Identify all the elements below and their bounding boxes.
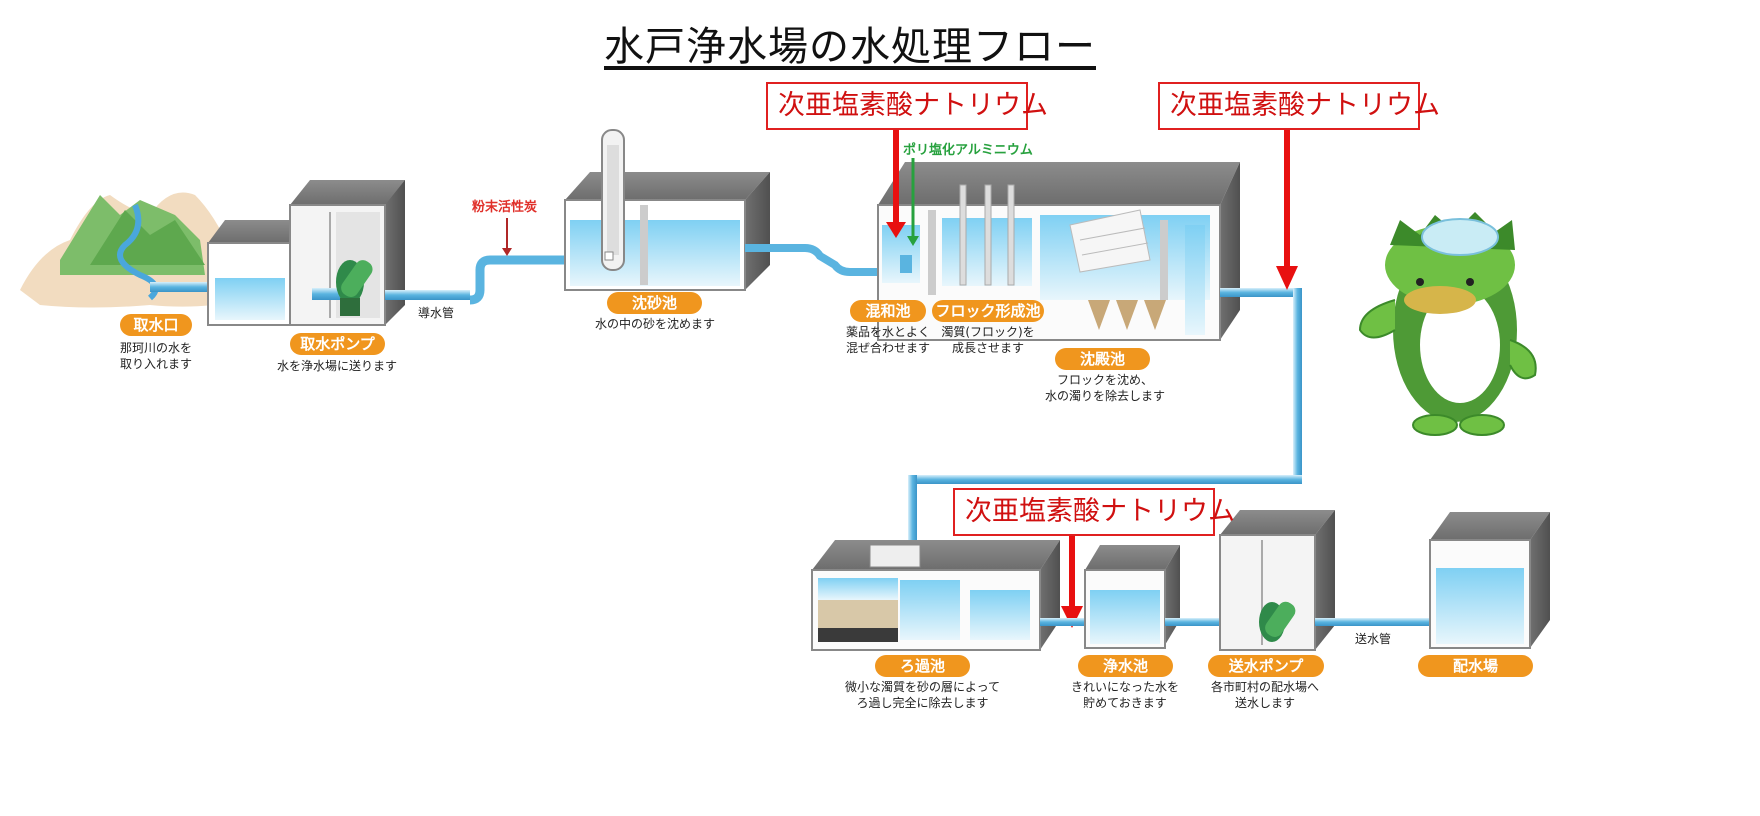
- grit-basin-tank: [564, 129, 770, 291]
- chlorine-label-2: 次亜塩素酸ナトリウム: [1158, 82, 1440, 130]
- stage-badge-intake-pump: 取水ポンプ: [290, 333, 385, 355]
- clear-water-basin-tank: [1084, 545, 1180, 649]
- mountain-river-illustration: [20, 192, 240, 308]
- activated-carbon-label: 粉末活性炭: [472, 200, 538, 215]
- stage-desc-transmission-pump: 各市町村の配水場へ 送水します: [1210, 680, 1319, 710]
- transmission-pipe-label: 送水管: [1355, 632, 1392, 646]
- chlorine-label-3: 次亜塩素酸ナトリウム: [953, 488, 1235, 536]
- intake-pipe-line: [385, 255, 565, 305]
- main-transfer-pipe: [908, 288, 1302, 550]
- kappa-mascot: [1358, 212, 1537, 436]
- filter-basin-tank: [811, 540, 1060, 651]
- stage-badge-intake: 取水口: [120, 314, 192, 336]
- stage-badge-distribution-station: 配水場: [1418, 655, 1533, 677]
- chlorine-label-1: 次亜塩素酸ナトリウム: [766, 82, 1048, 130]
- intake-pipe-label: 導水管: [418, 306, 455, 320]
- stage-badge-filter-basin: ろ過池: [875, 655, 970, 677]
- stage-desc-settling-basin: フロックを沈め、 水の濁りを除去します: [1044, 373, 1165, 403]
- grit-to-mixing-pipe: [745, 244, 880, 276]
- stage-badge-floc-basin: フロック形成池: [932, 300, 1044, 322]
- stage-badge-transmission-pump: 送水ポンプ: [1208, 655, 1324, 677]
- stage-desc-intake-pump: 水を浄水場に送ります: [276, 359, 397, 373]
- stage-badge-settling-basin: 沈殿池: [1055, 348, 1150, 370]
- stage-desc-intake: 那珂川の水を 取り入れます: [119, 341, 192, 371]
- distribution-station-tank: [1429, 512, 1550, 649]
- stage-desc-mixing-basin: 薬品を水とよく 混ぜ合わせます: [845, 325, 930, 355]
- stage-desc-filter-basin: 微小な濁質を砂の層によって ろ過し完全に除去します: [844, 680, 1001, 710]
- stage-badge-grit-basin: 沈砂池: [607, 292, 702, 314]
- page-title: 水戸浄水場の水処理フロー: [604, 24, 1096, 70]
- coagulant-label: ポリ塩化アルミニウム: [903, 143, 1033, 158]
- stage-desc-floc-basin: 濁質(フロック)を 成長させます: [941, 325, 1035, 355]
- intake-pump-building: [207, 180, 405, 326]
- stage-badge-mixing-basin: 混和池: [850, 300, 926, 322]
- stage-desc-grit-basin: 水の中の砂を沈めます: [594, 317, 715, 331]
- stage-desc-clear-water-basin: きれいになった水を 貯めておきます: [1070, 680, 1179, 710]
- stage-badge-clear-water-basin: 浄水池: [1078, 655, 1173, 677]
- transmission-pump-house: [1219, 510, 1335, 651]
